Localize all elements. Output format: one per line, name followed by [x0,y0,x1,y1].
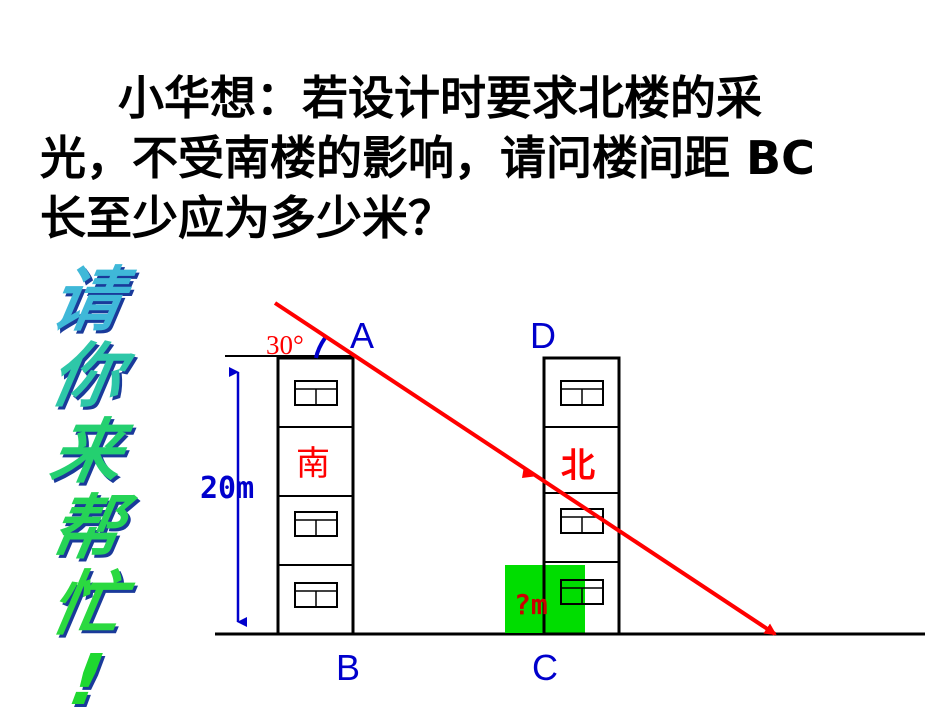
window-icon [294,582,338,608]
window-icon [560,579,604,605]
question-text: 小华想：若设计时要求北楼的采 光，不受南楼的影响，请问楼间距 BC 长至少应为多… [40,68,920,248]
north-building [542,356,621,636]
question-line-2: 光，不受南楼的影响，请问楼间距 BC [40,131,815,185]
label-south-building: 南 [296,444,330,484]
window-icon [560,508,604,534]
label-point-A: A [350,315,374,356]
window-icon [294,511,338,537]
label-point-B: B [336,647,360,688]
label-point-D: D [530,315,556,356]
ray-midpoint-arrow [522,466,538,478]
label-unknown-distance: ?m [514,588,548,621]
south-building [276,356,355,636]
label-north-building: 北 [561,446,595,486]
window-icon [294,380,338,406]
question-line-3: 长至少应为多少米？ [40,191,454,245]
window-icon [560,380,604,406]
label-point-C: C [532,647,558,688]
angle-arc [314,336,327,359]
label-angle: 30° [266,330,304,360]
label-height: 20m [200,471,254,506]
question-line-1: 小华想：若设计时要求北楼的采 [118,71,762,125]
